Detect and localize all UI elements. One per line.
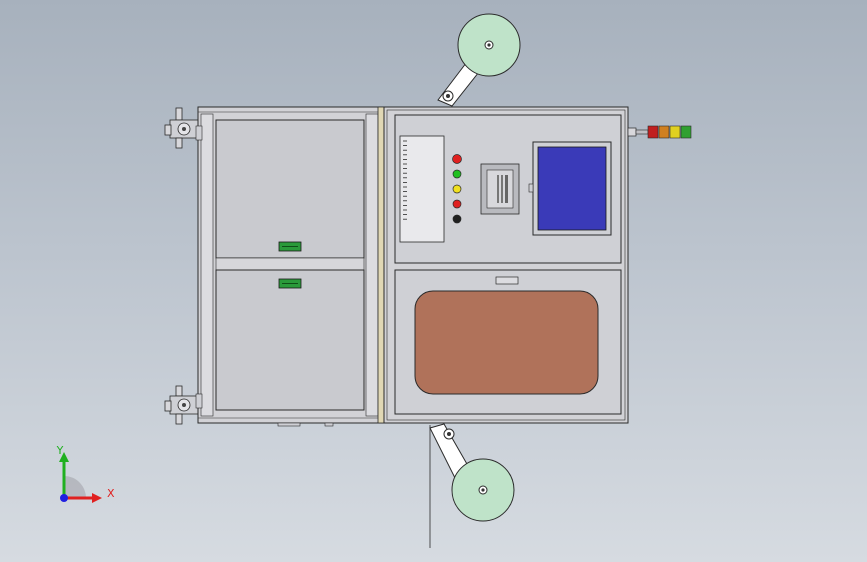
stack-light — [627, 125, 692, 139]
stack-light-red — [647, 125, 659, 139]
upper-reel-assembly — [437, 13, 521, 107]
work-window[interactable] — [414, 290, 599, 395]
lower-reel-hub-hole — [481, 488, 485, 492]
indicator-lights — [452, 154, 462, 224]
right-cabinet — [383, 106, 629, 424]
work-area-label-plate — [495, 276, 519, 285]
caster-bottom-left — [164, 385, 199, 425]
triad-z-axis — [60, 494, 68, 502]
upper-reel-hub-hole — [487, 43, 491, 47]
indicator-light-green[interactable] — [452, 169, 462, 179]
divider-trim — [377, 106, 385, 424]
orientation-triad: Y X — [56, 444, 115, 503]
electrical-box — [399, 135, 445, 243]
stack-light-green — [680, 125, 692, 139]
upper-arm-pivot-hole — [446, 94, 450, 98]
small-display — [480, 163, 520, 215]
indicator-light-red[interactable] — [452, 199, 462, 209]
right-post — [365, 113, 379, 417]
triad-quarter-disc — [64, 476, 86, 498]
indicator-light-yellow[interactable] — [452, 184, 462, 194]
caster-top-left — [164, 107, 199, 149]
triad-y-label: Y — [56, 444, 64, 457]
stack-light-yellow — [669, 125, 681, 139]
indicator-light-red-top[interactable] — [452, 154, 462, 164]
upper-cabinet-door[interactable] — [215, 119, 365, 259]
indicator-light-dark[interactable] — [452, 214, 462, 224]
lower-cabinet-door[interactable] — [215, 269, 365, 411]
left-post — [200, 113, 214, 417]
triad-x-label: X — [107, 487, 115, 500]
left-cabinet — [195, 106, 385, 427]
lower-reel-assembly — [429, 423, 515, 548]
touchscreen-display[interactable] — [537, 146, 607, 231]
touchscreen[interactable] — [528, 141, 612, 236]
lower-arm-pivot-hole — [447, 432, 451, 436]
stack-light-orange — [658, 125, 670, 139]
